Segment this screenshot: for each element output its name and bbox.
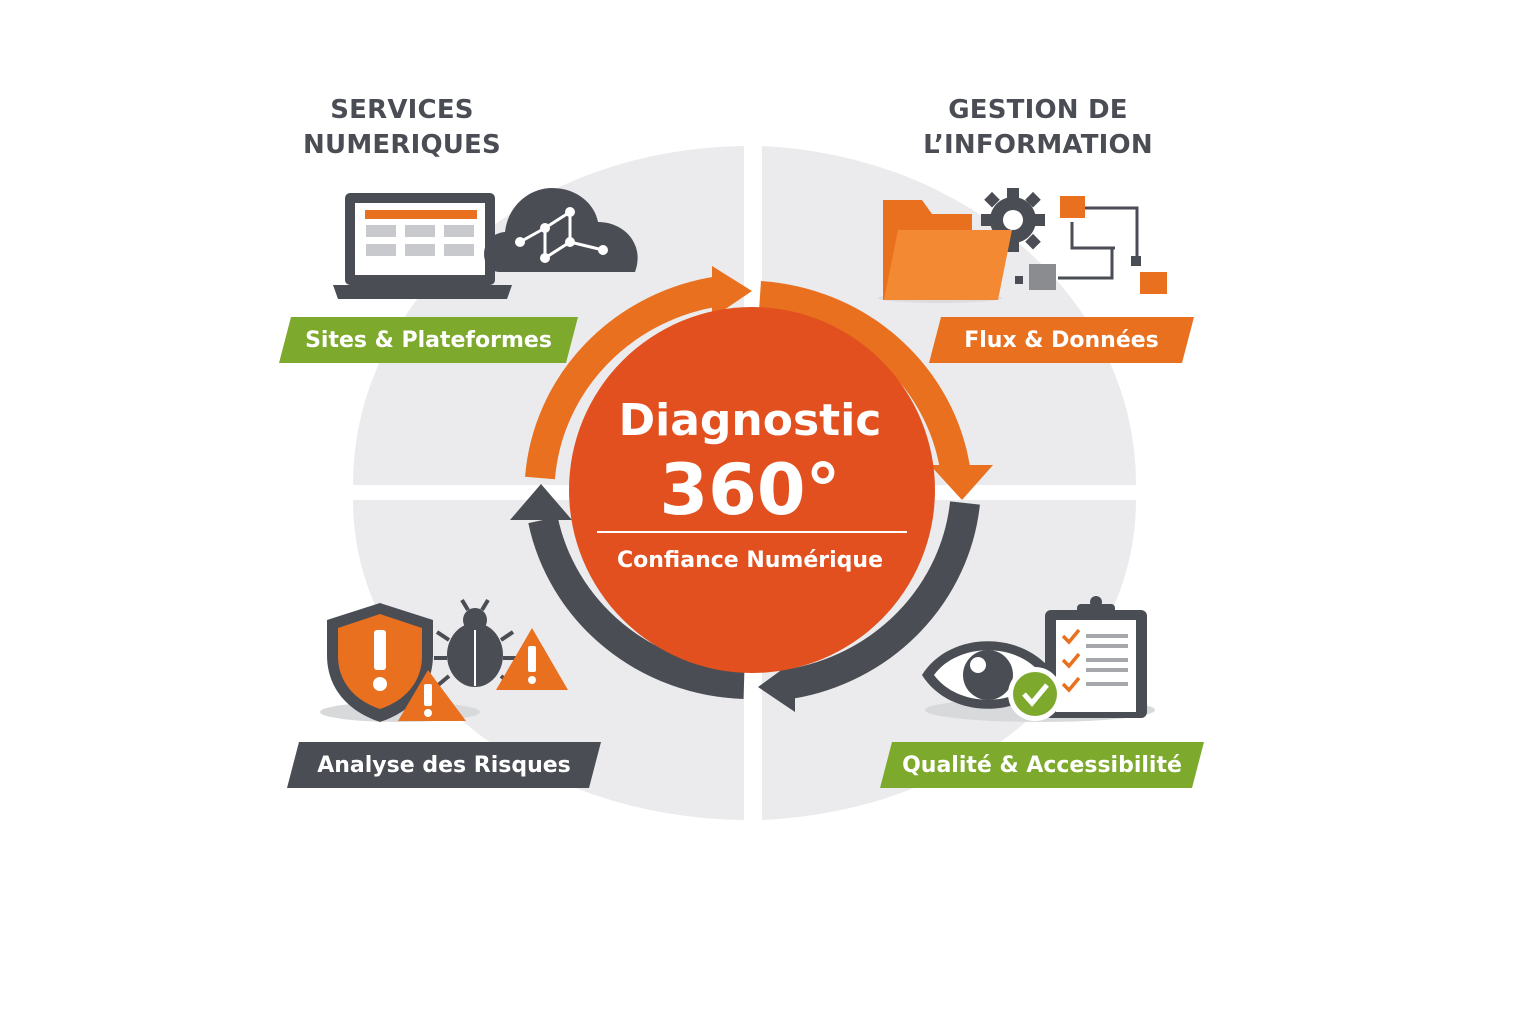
heading-line-1: GESTION DE bbox=[948, 95, 1128, 125]
heading-line-2: L’INFORMATION bbox=[923, 130, 1153, 160]
arrow-orange-right bbox=[758, 281, 970, 471]
arrow-gray-left bbox=[528, 516, 745, 699]
banner-flux-donnees: Flux & Données bbox=[929, 317, 1194, 363]
arrowhead-orange-left bbox=[712, 266, 752, 318]
laptop-cloud-network-icon bbox=[333, 188, 638, 299]
arrow-gray-right bbox=[787, 501, 980, 699]
arrowhead-gray-left bbox=[510, 484, 572, 520]
banner-label: Qualité & Accessibilité bbox=[902, 752, 1182, 778]
center-title: Diagnostic bbox=[618, 395, 882, 446]
banner-label: Sites & Plateformes bbox=[305, 327, 552, 353]
heading-line-2: NUMERIQUES bbox=[303, 130, 501, 160]
center-number: 360° bbox=[659, 449, 841, 531]
eye-checklist-icon bbox=[922, 596, 1155, 722]
arrowhead-gray-right bbox=[758, 660, 795, 712]
heading-gestion-information: GESTION DE L’INFORMATION bbox=[900, 93, 1176, 163]
center-subtitle: Confiance Numérique bbox=[617, 548, 883, 573]
banner-sites-plateformes: Sites & Plateformes bbox=[279, 317, 578, 363]
banner-qualite-accessibilite: Qualité & Accessibilité bbox=[880, 742, 1204, 788]
banner-label: Flux & Données bbox=[964, 327, 1159, 353]
cycle-arrows bbox=[510, 266, 993, 712]
banner-label: Analyse des Risques bbox=[317, 752, 571, 778]
banner-analyse-risques: Analyse des Risques bbox=[287, 742, 601, 788]
heading-line-1: SERVICES bbox=[330, 95, 474, 125]
center-circle bbox=[569, 307, 935, 673]
shield-bug-warning-icon bbox=[320, 598, 568, 722]
arrow-orange-left bbox=[525, 276, 723, 480]
arrowhead-orange-right bbox=[930, 465, 993, 500]
folder-gear-flow-icon bbox=[878, 188, 1167, 303]
heading-services-numeriques: SERVICES NUMERIQUES bbox=[282, 93, 522, 163]
